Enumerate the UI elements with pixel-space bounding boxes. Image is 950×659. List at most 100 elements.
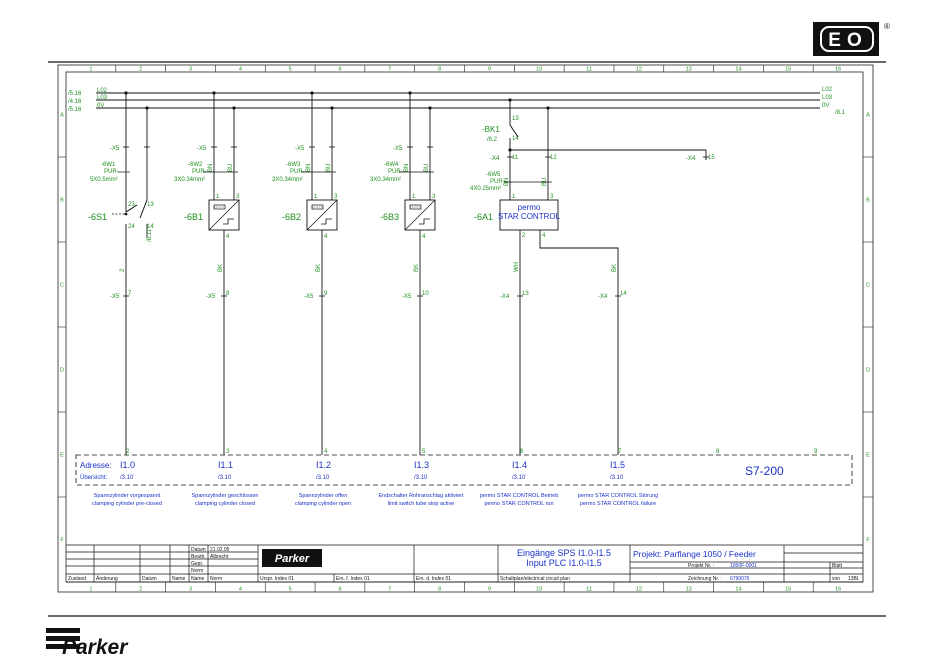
s1-cable: -6W1 — [101, 162, 116, 168]
b1-name: -6B1 — [184, 212, 203, 222]
row-label-right: B — [866, 198, 870, 204]
column-label-bottom: 11 — [586, 587, 592, 593]
a1-box-line2: STAR CONTROL — [498, 212, 561, 221]
desc-1-de: Spannzylinder vorgespannt — [94, 493, 161, 499]
b2-cable-type: PUR- — [290, 169, 305, 175]
column-label-bottom: 8 — [438, 587, 441, 593]
s1-cable-size: 5X0.5mm² — [90, 177, 118, 183]
tb-urspr: Urspr. Index 01 — [260, 576, 294, 582]
b2-pin-3: 3 — [334, 194, 338, 200]
desc-5-de: permo STAR CONTROL Betrieb — [480, 493, 559, 499]
a1-relay-pin-top: 13 — [512, 116, 519, 122]
s1-pin-a: 23 — [128, 202, 135, 208]
plc-pin-4: 4 — [324, 449, 328, 455]
rail-name-1: L02 — [97, 88, 108, 94]
b2-term-num: 9 — [324, 291, 328, 297]
tb-project: Projekt: Parflange 1050 / Feeder — [633, 549, 756, 559]
a1-wire-wh: WH — [514, 262, 520, 272]
column-label-bottom: 2 — [139, 587, 142, 593]
sensor-6b3: -X5 -6W4 PUR- 3X0.34mm² BN BU 1 3 4 -6B3… — [370, 146, 436, 300]
b2-wire-bu: BU — [326, 164, 332, 172]
column-grid: 1122334455667788991010111112121313141415… — [89, 65, 841, 593]
a1-relay-ref: /8.2 — [487, 137, 498, 143]
desc-2-de: Spannzylinder geschlossen — [192, 493, 259, 499]
column-label-top: 8 — [438, 67, 441, 73]
b1-cable: -6W2 — [188, 162, 203, 168]
column-label-bottom: 15 — [785, 587, 791, 593]
b1-term-bottom: -X5 — [206, 294, 216, 300]
controller-6a1: -BK1 /8.2 13 14 -X4 11 12 -X4 15 -6W5 PU… — [470, 116, 715, 300]
a1-relay-pin-bot: 14 — [512, 136, 519, 142]
plc-pin-3: 3 — [226, 449, 230, 455]
plc-input-1-ref: /3.10 — [120, 475, 134, 481]
power-rails — [96, 92, 820, 109]
plc-input-4: I1.3 — [414, 460, 429, 470]
column-label-bottom: 13 — [686, 587, 692, 593]
b3-cable-size: 3X0.34mm² — [370, 177, 401, 183]
column-label-top: 10 — [536, 67, 542, 73]
eo-logo: EO ® — [813, 22, 890, 56]
b2-wire-bk: BK — [316, 264, 322, 272]
plc-overview-label: Übersicht: — [80, 474, 107, 481]
tb-name: Name — [172, 576, 186, 582]
column-label-top: 11 — [586, 67, 592, 73]
column-label-bottom: 5 — [289, 587, 292, 593]
tb-gepr: Gepr. — [191, 561, 203, 567]
column-label-top: 7 — [388, 67, 391, 73]
plc-input-4-ref: /3.10 — [414, 475, 428, 481]
b1-term-num: 8 — [226, 291, 230, 297]
column-label-bottom: 16 — [835, 587, 841, 593]
plc-pin-7: 7 — [618, 449, 622, 455]
eo-logo-text: EO — [828, 30, 867, 51]
a1-term-b2-num: 14 — [620, 291, 627, 297]
column-label-bottom: 1 — [89, 587, 92, 593]
s1-mid: 2 — [120, 268, 126, 272]
rail-ref-2: /4.16 — [68, 99, 82, 105]
tb-name2: Name — [191, 576, 205, 582]
rail-labels: /5.16 L02 /4.16 L03 /5.16 0V L02 L03 0V … — [68, 87, 846, 116]
row-label-right: F — [866, 538, 870, 544]
a1-pin-11: 11 — [512, 155, 519, 161]
b2-term-top: -X5 — [295, 146, 305, 152]
b3-cable-type: PUR- — [388, 169, 403, 175]
desc-6-de: permo STAR CONTROL Störung — [578, 493, 658, 499]
tb-zustand: Zustand — [68, 576, 86, 582]
sheet-frame — [57, 64, 874, 593]
a1-term-top: -X4 — [490, 156, 500, 162]
column-label-top: 3 — [189, 67, 192, 73]
rail-name-3: 0V — [97, 103, 104, 109]
plc-pin-9: 9 — [814, 449, 818, 455]
column-label-top: 14 — [735, 67, 741, 73]
wires — [125, 93, 707, 455]
plc-input-3: I1.2 — [316, 460, 331, 470]
plc-input-5: I1.4 — [512, 460, 527, 470]
column-label-bottom: 7 — [388, 587, 391, 593]
tb-norm2: Norm — [210, 576, 222, 582]
s1-name: -6S1 — [88, 212, 107, 222]
row-label-left: C — [60, 283, 64, 289]
row-label-right: D — [866, 368, 870, 374]
a1-name: -6A1 — [474, 212, 493, 222]
b2-pin-4: 4 — [324, 234, 328, 240]
b3-term-bottom: -X5 — [402, 294, 412, 300]
b3-wire-bn: BN — [404, 164, 410, 172]
tb-von-val: 13Bl. — [848, 576, 859, 582]
desc-1-en: clamping cylinder pre-closed — [92, 501, 162, 507]
tb-bearb: Bearb. — [191, 554, 206, 560]
a1-cable: -6W5 — [486, 172, 501, 178]
column-label-bottom: 12 — [636, 587, 642, 593]
plc-input-5-ref: /3.10 — [512, 475, 526, 481]
column-label-top: 2 — [139, 67, 142, 73]
column-label-top: 9 — [488, 67, 491, 73]
b3-pin-1: 1 — [412, 194, 416, 200]
a1-term-right: -X4 — [686, 156, 696, 162]
desc-3-en: clamping cylinder open — [295, 501, 351, 507]
column-label-top: 6 — [338, 67, 341, 73]
plc-addr-label: Adresse: — [80, 461, 112, 470]
b1-cable-size: 3X0.34mm² — [174, 177, 205, 183]
parker-logo: Parker — [46, 628, 129, 659]
a1-pin-2: 2 — [522, 233, 526, 239]
row-label-left: B — [60, 198, 64, 204]
rail-right-1: L02 — [822, 87, 833, 93]
plc-model: S7-200 — [745, 464, 784, 478]
